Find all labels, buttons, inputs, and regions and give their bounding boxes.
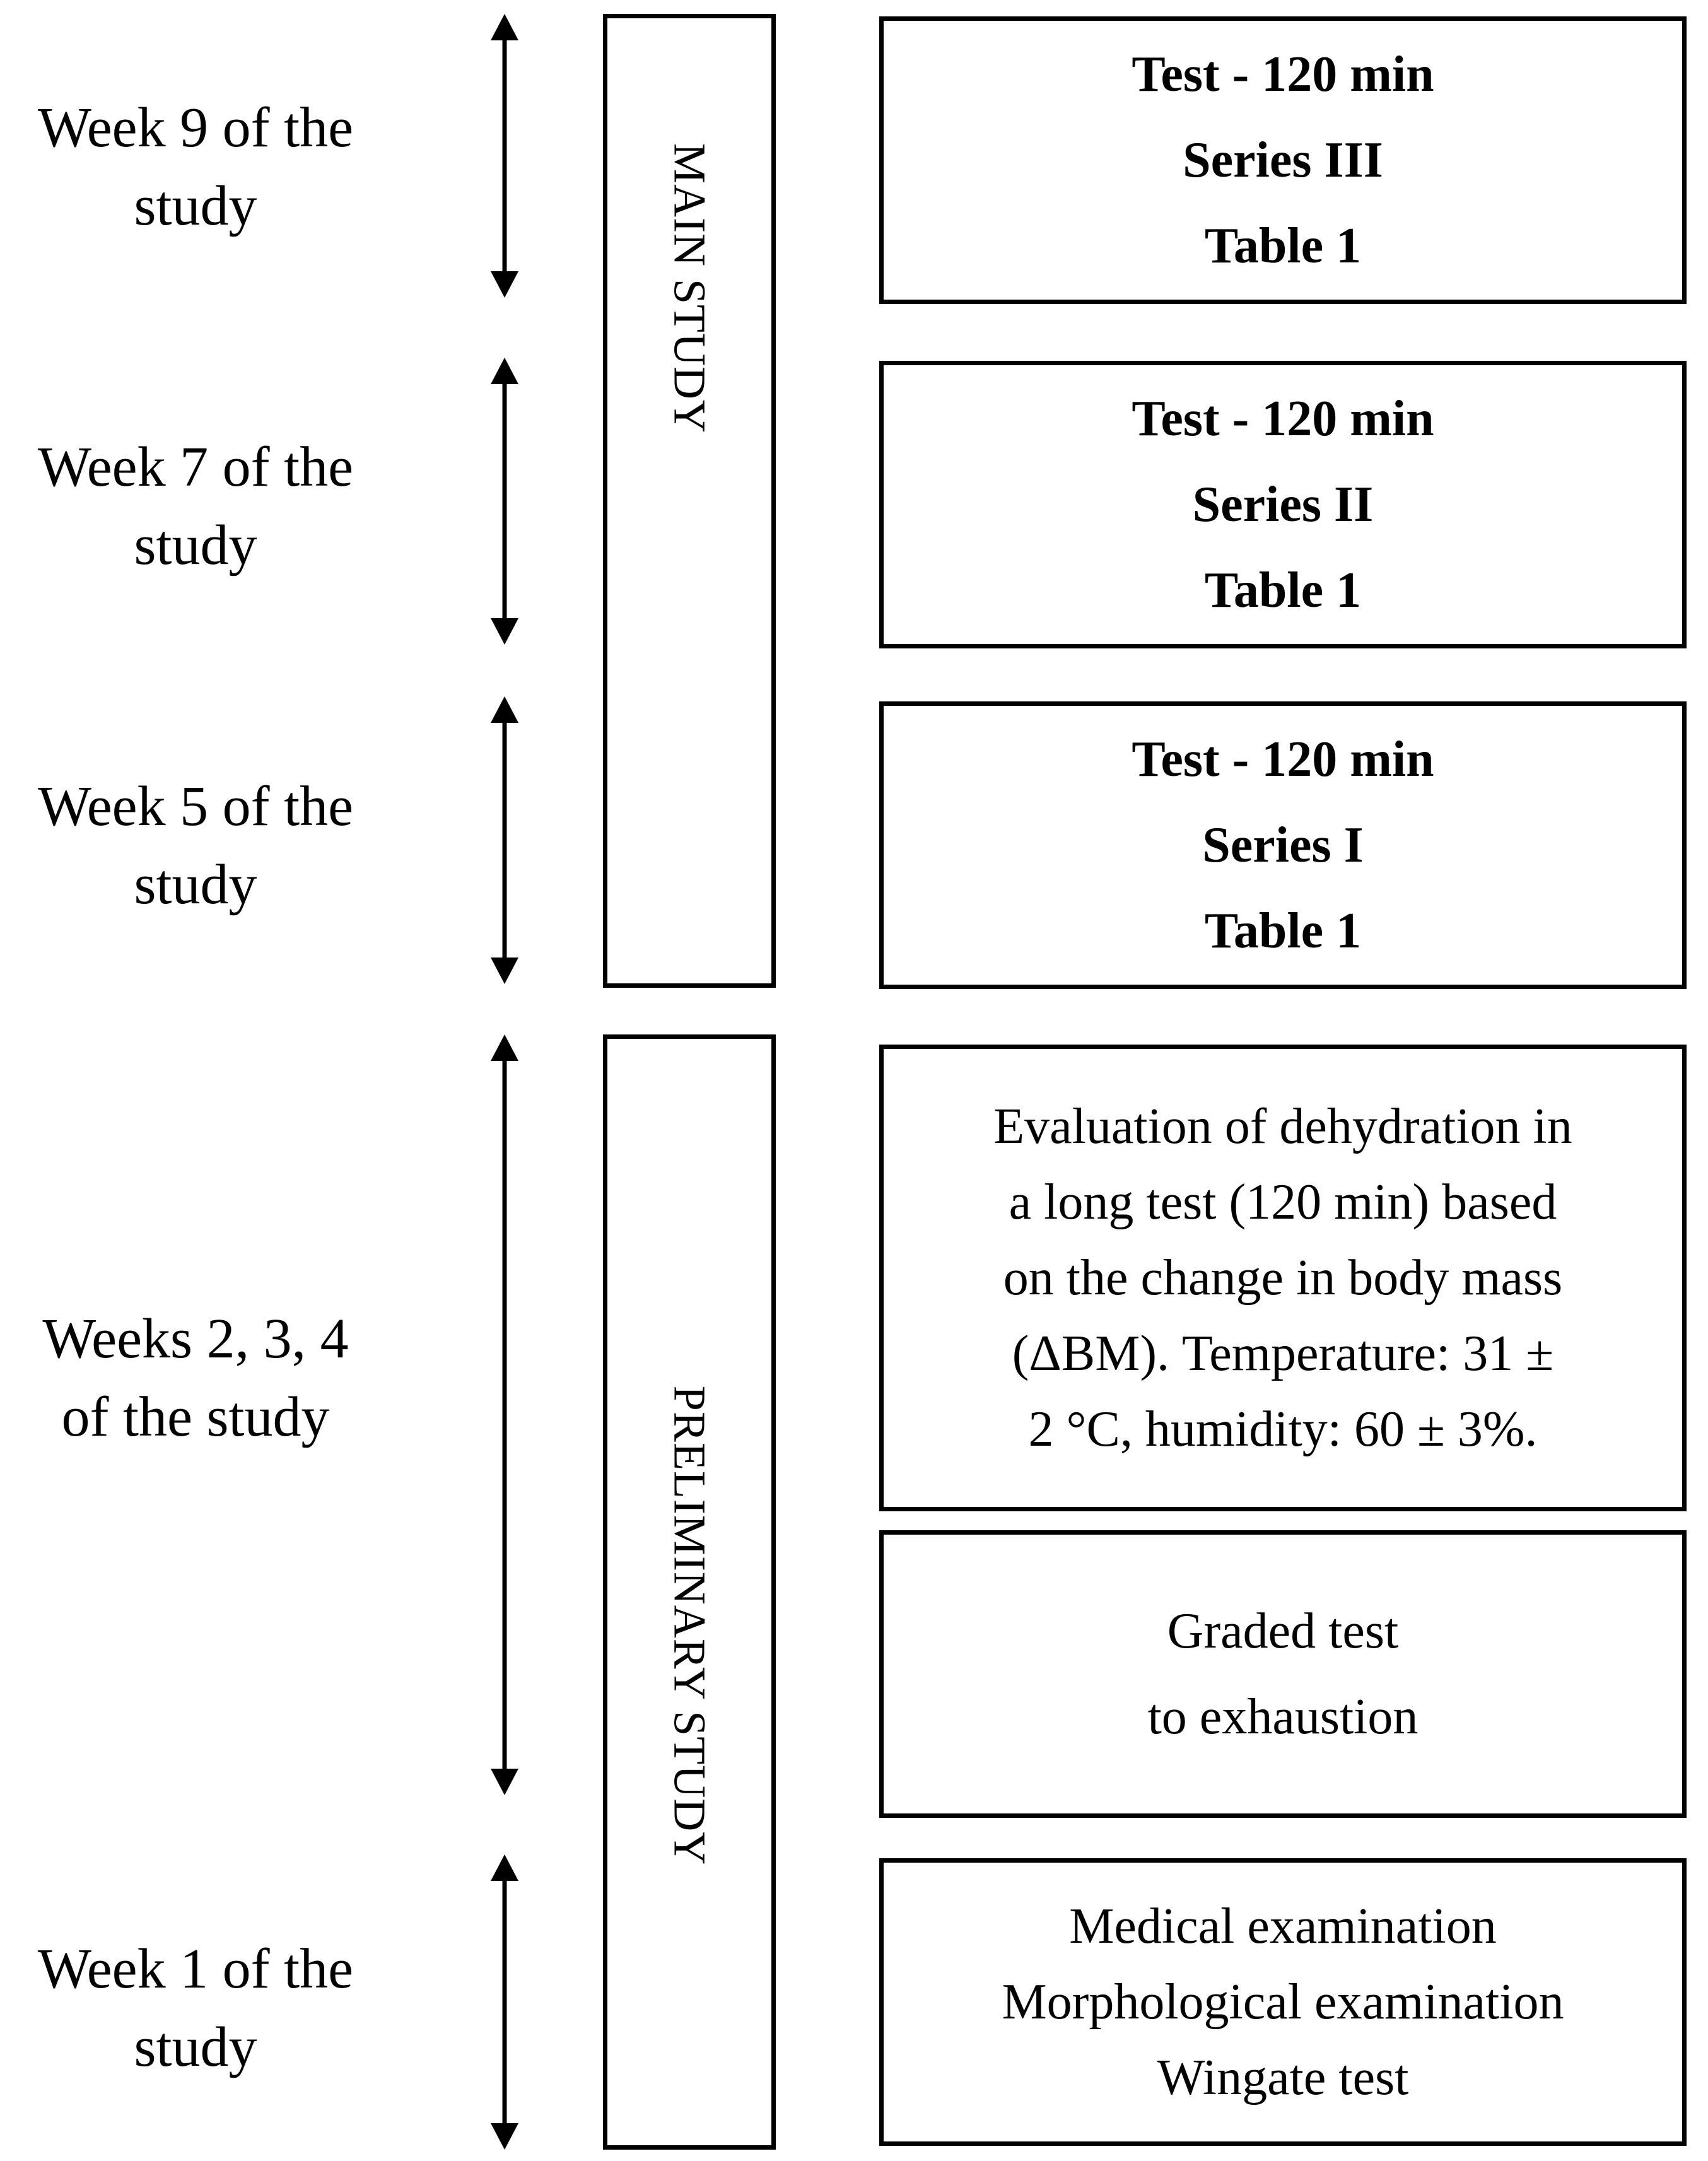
week-5-line2: study bbox=[134, 853, 257, 916]
preliminary-study-label: PRELIMINARY STUDY bbox=[664, 1385, 715, 1865]
series-3-line2: Series III bbox=[1183, 132, 1383, 188]
week-9-line2: study bbox=[134, 175, 257, 237]
series-2-box: Test - 120 min Series II Table 1 bbox=[879, 361, 1687, 648]
series-3-line3: Table 1 bbox=[1204, 218, 1362, 274]
series-1-line2: Series I bbox=[1202, 817, 1364, 873]
weeks-2-3-4-line1: Weeks 2, 3, 4 bbox=[42, 1308, 349, 1370]
week-5-label: Week 5 of the study bbox=[0, 768, 391, 924]
week-1-arrow bbox=[486, 1854, 524, 2150]
week-5-arrow bbox=[486, 696, 524, 984]
graded-test-line2: to exhaustion bbox=[1147, 1689, 1418, 1745]
morphological-examination-text: Morphological examination bbox=[1002, 1974, 1564, 2030]
dehydration-line4: (ΔBM). Temperature: 31 ± bbox=[1012, 1326, 1554, 1381]
dehydration-line1: Evaluation of dehydration in bbox=[993, 1099, 1572, 1154]
series-3-line1: Test - 120 min bbox=[1132, 47, 1434, 102]
weeks-2-3-4-line2: of the study bbox=[61, 1386, 330, 1448]
week-7-label: Week 7 of the study bbox=[0, 428, 391, 585]
dehydration-line3: on the change in body mass bbox=[1003, 1250, 1563, 1306]
main-study-box: MAIN STUDY bbox=[603, 14, 776, 988]
week-9-arrow bbox=[486, 14, 524, 298]
weeks-2-3-4-arrow bbox=[486, 1034, 524, 1795]
series-3-box: Test - 120 min Series III Table 1 bbox=[879, 16, 1687, 304]
preliminary-study-box: PRELIMINARY STUDY bbox=[603, 1034, 776, 2150]
week-1-line2: study bbox=[134, 2016, 257, 2078]
dehydration-line5: 2 °C, humidity: 60 ± 3%. bbox=[1028, 1402, 1538, 1457]
medical-examination-text: Medical examination bbox=[1069, 1899, 1497, 1954]
wingate-test-text: Wingate test bbox=[1157, 2050, 1409, 2105]
series-1-box: Test - 120 min Series I Table 1 bbox=[879, 701, 1687, 989]
series-1-line3: Table 1 bbox=[1204, 903, 1362, 959]
week-5-line1: Week 5 of the bbox=[37, 775, 354, 838]
series-2-line1: Test - 120 min bbox=[1132, 391, 1434, 447]
dehydration-box: Evaluation of dehydration in a long test… bbox=[879, 1045, 1687, 1511]
week-9-line1: Week 9 of the bbox=[37, 97, 354, 159]
dehydration-line2: a long test (120 min) based bbox=[1009, 1174, 1557, 1230]
week-1-label: Week 1 of the study bbox=[0, 1930, 391, 2087]
week-7-line2: study bbox=[134, 514, 257, 577]
graded-test-box: Graded test to exhaustion bbox=[879, 1530, 1687, 1818]
series-1-line1: Test - 120 min bbox=[1132, 732, 1434, 787]
week-9-label: Week 9 of the study bbox=[0, 89, 391, 245]
week-1-line1: Week 1 of the bbox=[37, 1938, 354, 2000]
series-2-line3: Table 1 bbox=[1204, 563, 1362, 618]
graded-test-line1: Graded test bbox=[1167, 1603, 1399, 1659]
week-7-arrow bbox=[486, 358, 524, 645]
week-1-exams-box: Medical examination Morphological examin… bbox=[879, 1858, 1687, 2146]
weeks-2-3-4-label: Weeks 2, 3, 4 of the study bbox=[0, 1300, 391, 1456]
week-7-line1: Week 7 of the bbox=[37, 436, 354, 498]
main-study-label: MAIN STUDY bbox=[664, 143, 715, 434]
series-2-line2: Series II bbox=[1192, 477, 1374, 532]
